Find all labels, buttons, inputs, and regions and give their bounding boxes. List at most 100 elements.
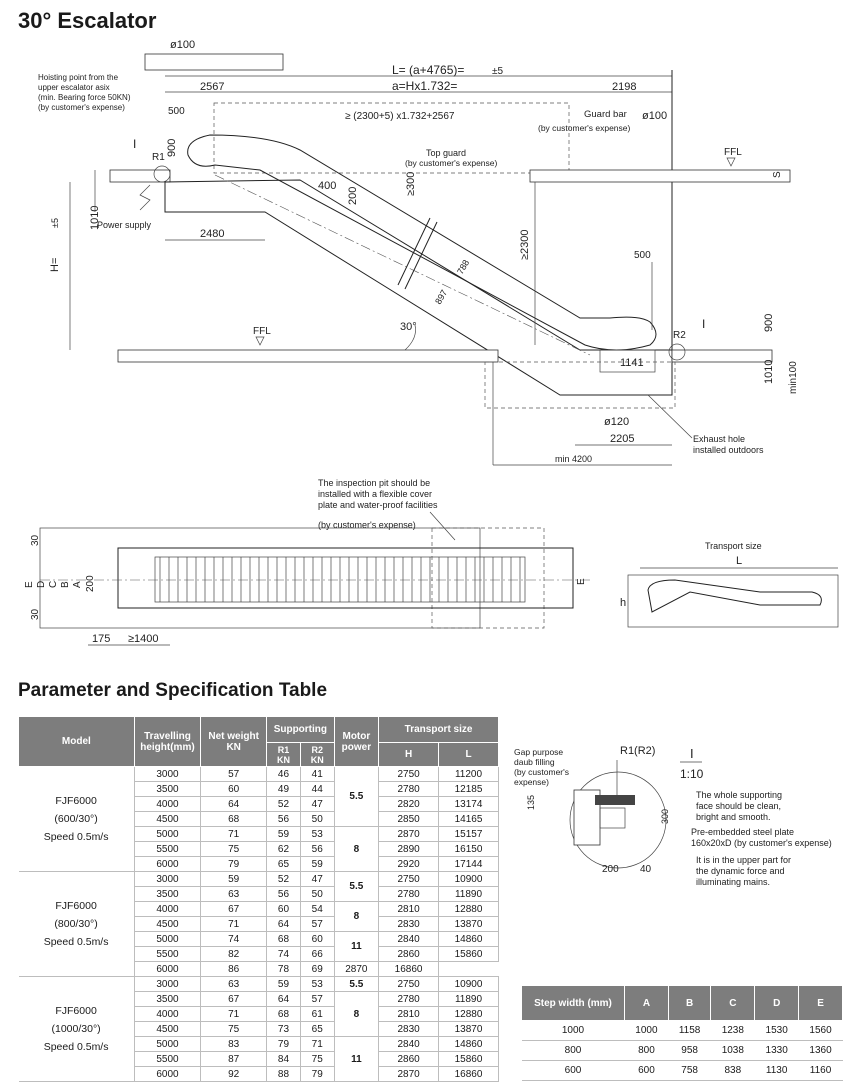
net-weight-cell: 71 [200,916,268,932]
min4200-label: min 4200 [555,454,592,464]
r1-cell: 59 [266,826,301,842]
r1-cell: 60 [266,901,301,917]
transport-l-cell: 13870 [438,1021,499,1037]
transport-h-cell: 2870 [378,1066,440,1082]
dim-ge300: ≥300 [405,172,417,196]
dim-2198: 2198 [612,81,636,93]
r1-cell: 73 [266,1021,301,1037]
plan-D: D [36,581,47,588]
dim-ge2300: ≥2300 [519,229,531,260]
detail-I-drawing: Gap purpose daub filling (by customer's … [514,745,832,887]
phi100-right-label: ø100 [642,110,667,122]
step-cell: 1330 [754,1040,799,1061]
motor-power-cell: 5.5 [333,766,380,827]
plan-A: A [72,581,83,588]
transport-h-cell: 2780 [378,781,440,797]
transport-h-cell: 2860 [378,946,440,962]
dim-200: 200 [347,187,359,205]
plan-30-bottom: 30 [30,608,41,620]
net-weight-cell: 67 [200,901,268,917]
net-weight-cell: 60 [200,781,268,797]
r1-cell: 52 [266,796,301,812]
top-guard-label: Top guard [426,148,466,158]
header-height: Travelling height(mm) [133,716,202,767]
r2-cell: 47 [299,871,335,887]
r1-cell: 59 [266,976,301,992]
header-model: Model [18,716,135,767]
transport-h-cell: 2840 [378,931,440,947]
transport-h-cell: 2820 [378,796,440,812]
travel-height-cell: 5500 [133,946,202,962]
transport-h-cell: 2750 [378,871,440,887]
upper-floor-right [529,169,791,183]
plan-pit-box [431,527,545,629]
ref-I-left: I [133,137,136,151]
transport-h-cell: 2750 [378,766,440,782]
header-weight: Net weight KN [200,716,268,767]
L-formula: L= (a+4765)= [392,63,464,77]
transport-l-cell: 11890 [438,991,499,1007]
dim-2205: 2205 [610,433,634,445]
guard-bar-expense: (by customer's expense) [538,123,630,133]
r1r2-label: R1(R2) [620,745,655,757]
break-line-1 [397,217,431,286]
truss-outline [164,179,673,396]
travel-height-cell: 4000 [133,796,202,812]
travel-height-cell: 3000 [133,766,202,782]
net-weight-cell: 79 [200,856,268,872]
L-tolerance: ±5 [492,66,503,77]
net-weight-cell: 59 [200,871,268,887]
transport-l-cell: 14860 [438,931,499,947]
plan-B: B [60,581,71,588]
power-supply-label: Power supply [97,220,152,230]
r2-cell: 60 [299,931,335,947]
step-cell: 1160 [798,1060,843,1081]
plan-C: C [48,581,59,588]
travel-height-cell: 5000 [133,931,202,947]
net-weight-cell: 63 [200,976,268,992]
upper-floor-left [109,169,171,183]
r2-cell: 66 [299,946,335,962]
transport-l-cell: 12880 [438,1006,499,1022]
plan-ge1400: ≥1400 [128,633,159,645]
travel-height-cell: 4000 [133,901,202,917]
transport-l-cell: 10900 [438,976,499,992]
r2-cell: 41 [299,766,335,782]
detail-135: 135 [526,795,536,810]
transport-h-cell: 2810 [378,1006,440,1022]
net-weight-cell: 67 [200,991,268,1007]
detail-40: 40 [640,864,652,875]
detail-steel-plate [595,795,635,805]
model-cell: FJF6000 (600/30°) Speed 0.5m/s [18,766,135,872]
header-h: H [378,742,440,767]
detail-circle [569,771,667,869]
transport-l-cell: 15157 [438,826,499,842]
step-header-cell: D [754,985,800,1021]
step-cell: 1130 [754,1060,799,1081]
r1-cell: 88 [266,1066,301,1082]
net-weight-cell: 87 [200,1051,268,1067]
r2-cell: 75 [299,1051,335,1067]
gap-note: Gap purpose daub filling (by customer's … [514,747,571,787]
r1-cell: 68 [266,1006,301,1022]
r2-cell: 54 [299,901,335,917]
transport-h-cell: 2830 [378,1021,440,1037]
dim-2480: 2480 [200,228,224,240]
dim-min100: min100 [788,361,799,394]
transport-l-cell: 10900 [438,871,499,887]
ffl-bottom-marker [255,336,265,346]
step-cell: 1000 [521,1020,625,1041]
plan-E-right: E [576,578,587,585]
plan-200: 200 [85,575,96,592]
detail-truss-end [599,807,626,829]
r1-cell: 74 [266,946,301,962]
r2-cell: 71 [299,1036,335,1052]
s-mark: S [772,171,783,178]
header-motor: Motor power [333,716,380,767]
r2-cell: 57 [299,916,335,932]
dim-1010-left: 1010 [89,206,101,230]
r1-cell: 78 [266,961,301,977]
dim-500-top: 500 [168,106,185,117]
